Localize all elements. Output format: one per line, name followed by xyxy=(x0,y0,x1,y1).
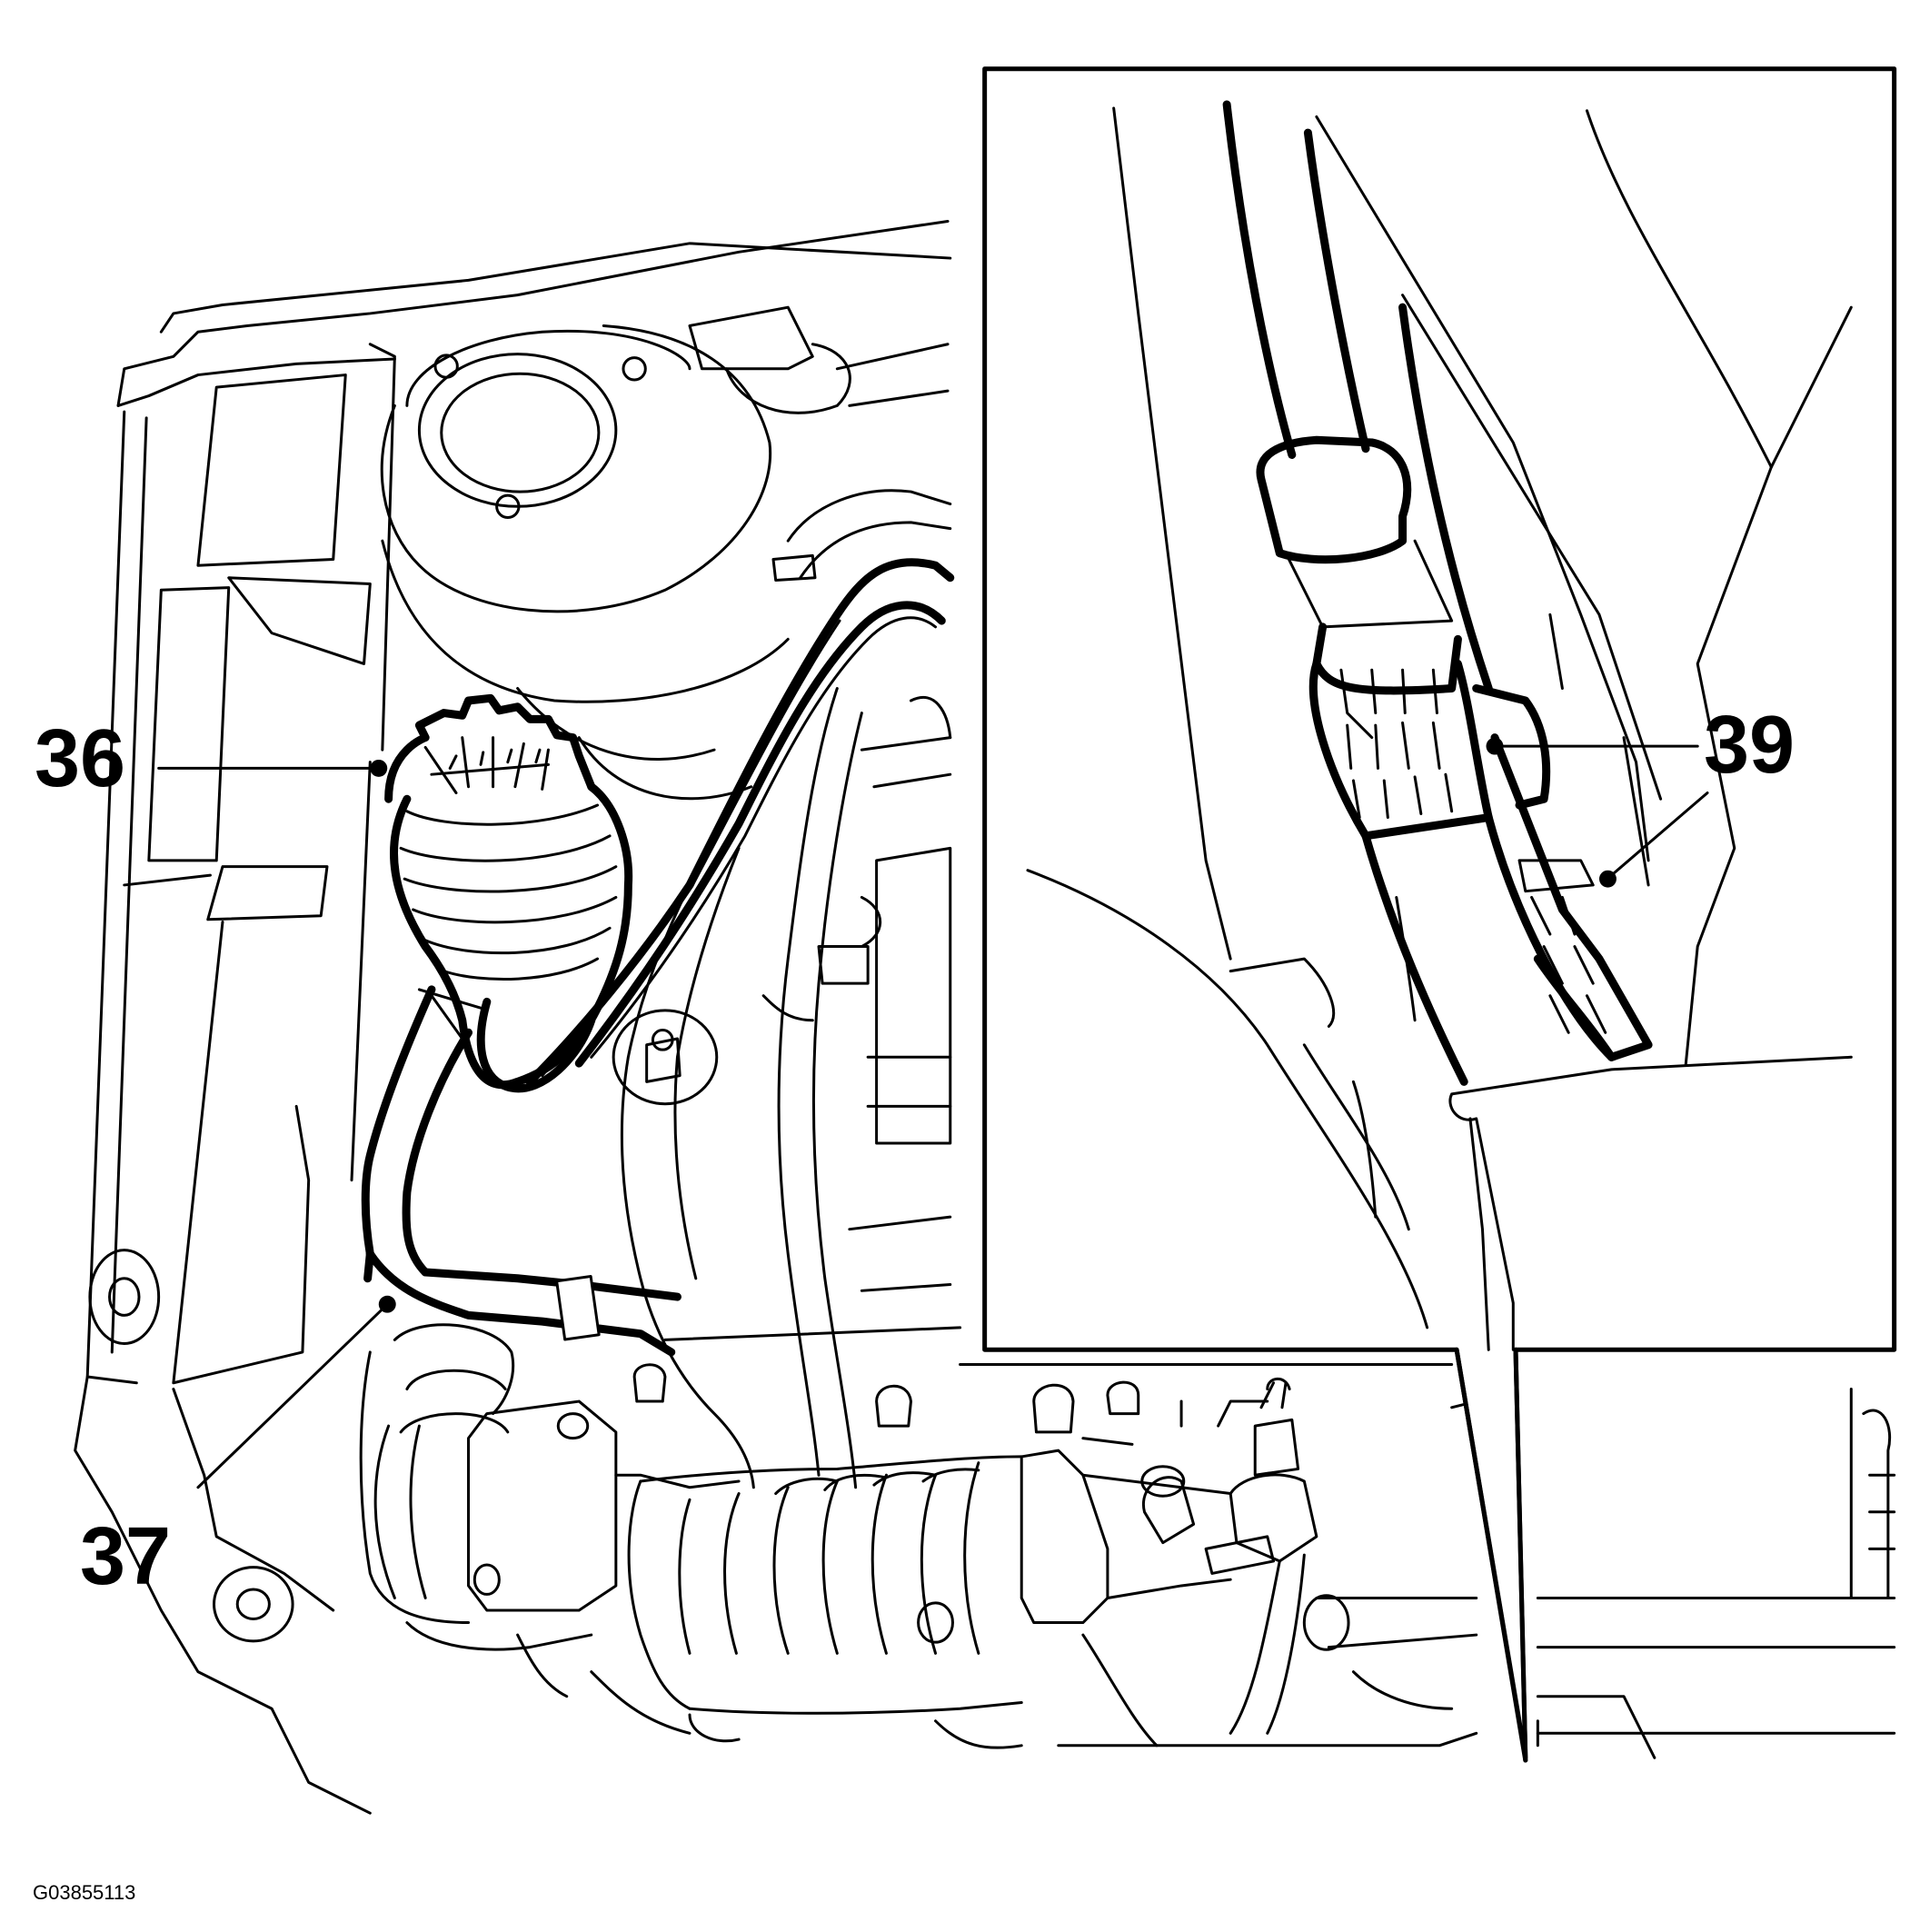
strut-tower xyxy=(382,307,948,799)
rack-bellows xyxy=(629,1457,1021,1713)
callout-39-label: 39 xyxy=(1704,700,1796,791)
steering-rack xyxy=(361,1325,739,1697)
fender-bolt-hole xyxy=(90,1250,159,1344)
lower-bolt-hole xyxy=(214,1568,293,1641)
figure-id-code: G03855113 xyxy=(33,1881,136,1904)
detail-inset xyxy=(985,69,1895,1760)
reservoir-hose xyxy=(365,990,677,1352)
center-bolt xyxy=(613,1011,717,1104)
callout-36-label: 36 xyxy=(35,713,126,804)
center-lines xyxy=(622,689,950,1488)
tie-rod-end xyxy=(1021,1379,1317,1733)
callout-37-leader xyxy=(198,1295,396,1488)
power-steering-reservoir xyxy=(389,698,629,1089)
callout-36-leader xyxy=(159,759,388,777)
callout-37-label: 37 xyxy=(80,1511,172,1602)
fender-panel xyxy=(75,221,950,1813)
upper-hoses xyxy=(530,491,950,1082)
lower-components xyxy=(592,1328,1477,1748)
callout-39-leader xyxy=(1486,737,1707,888)
right-lower-area xyxy=(1537,1389,1894,1758)
inset-pressure-lines xyxy=(1028,105,1851,1349)
